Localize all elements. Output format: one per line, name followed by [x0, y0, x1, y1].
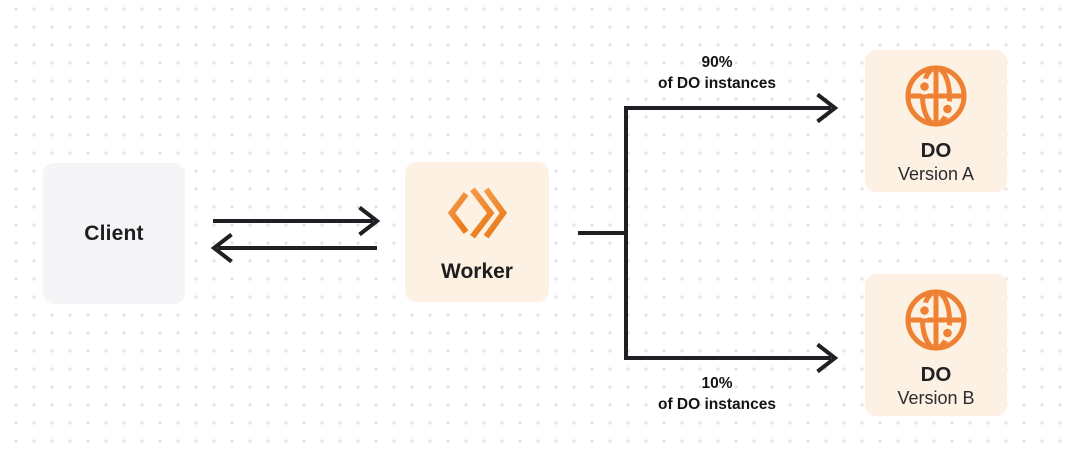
globe-icon: [905, 289, 967, 351]
client-label: Client: [84, 221, 144, 245]
branch-percent: 10%: [701, 375, 733, 392]
branch-caption: of DO instances: [658, 396, 776, 413]
response-arrow: [210, 232, 377, 264]
do-a-title: DO: [920, 139, 952, 162]
branch-connector: [578, 108, 628, 358]
branch-arrow-10: [624, 342, 839, 374]
branch-caption: of DO instances: [658, 75, 776, 92]
branch-label-90: 90% of DO instances: [597, 52, 837, 94]
client-node: Client: [43, 163, 185, 304]
branch-percent: 90%: [701, 54, 733, 71]
do-b-subtitle: Version B: [897, 388, 975, 408]
do-version-a-node: DO Version A: [865, 50, 1007, 192]
globe-icon: [905, 65, 967, 127]
workers-chevrons-icon: [447, 187, 507, 239]
branch-label-10: 10% of DO instances: [597, 373, 837, 415]
do-b-title: DO: [920, 363, 952, 386]
branch-arrow-90: [624, 92, 839, 124]
worker-label: Worker: [441, 260, 513, 283]
request-arrow: [213, 205, 381, 237]
worker-node: Worker: [405, 162, 549, 302]
do-version-b-node: DO Version B: [865, 274, 1007, 416]
do-a-subtitle: Version A: [897, 164, 975, 184]
